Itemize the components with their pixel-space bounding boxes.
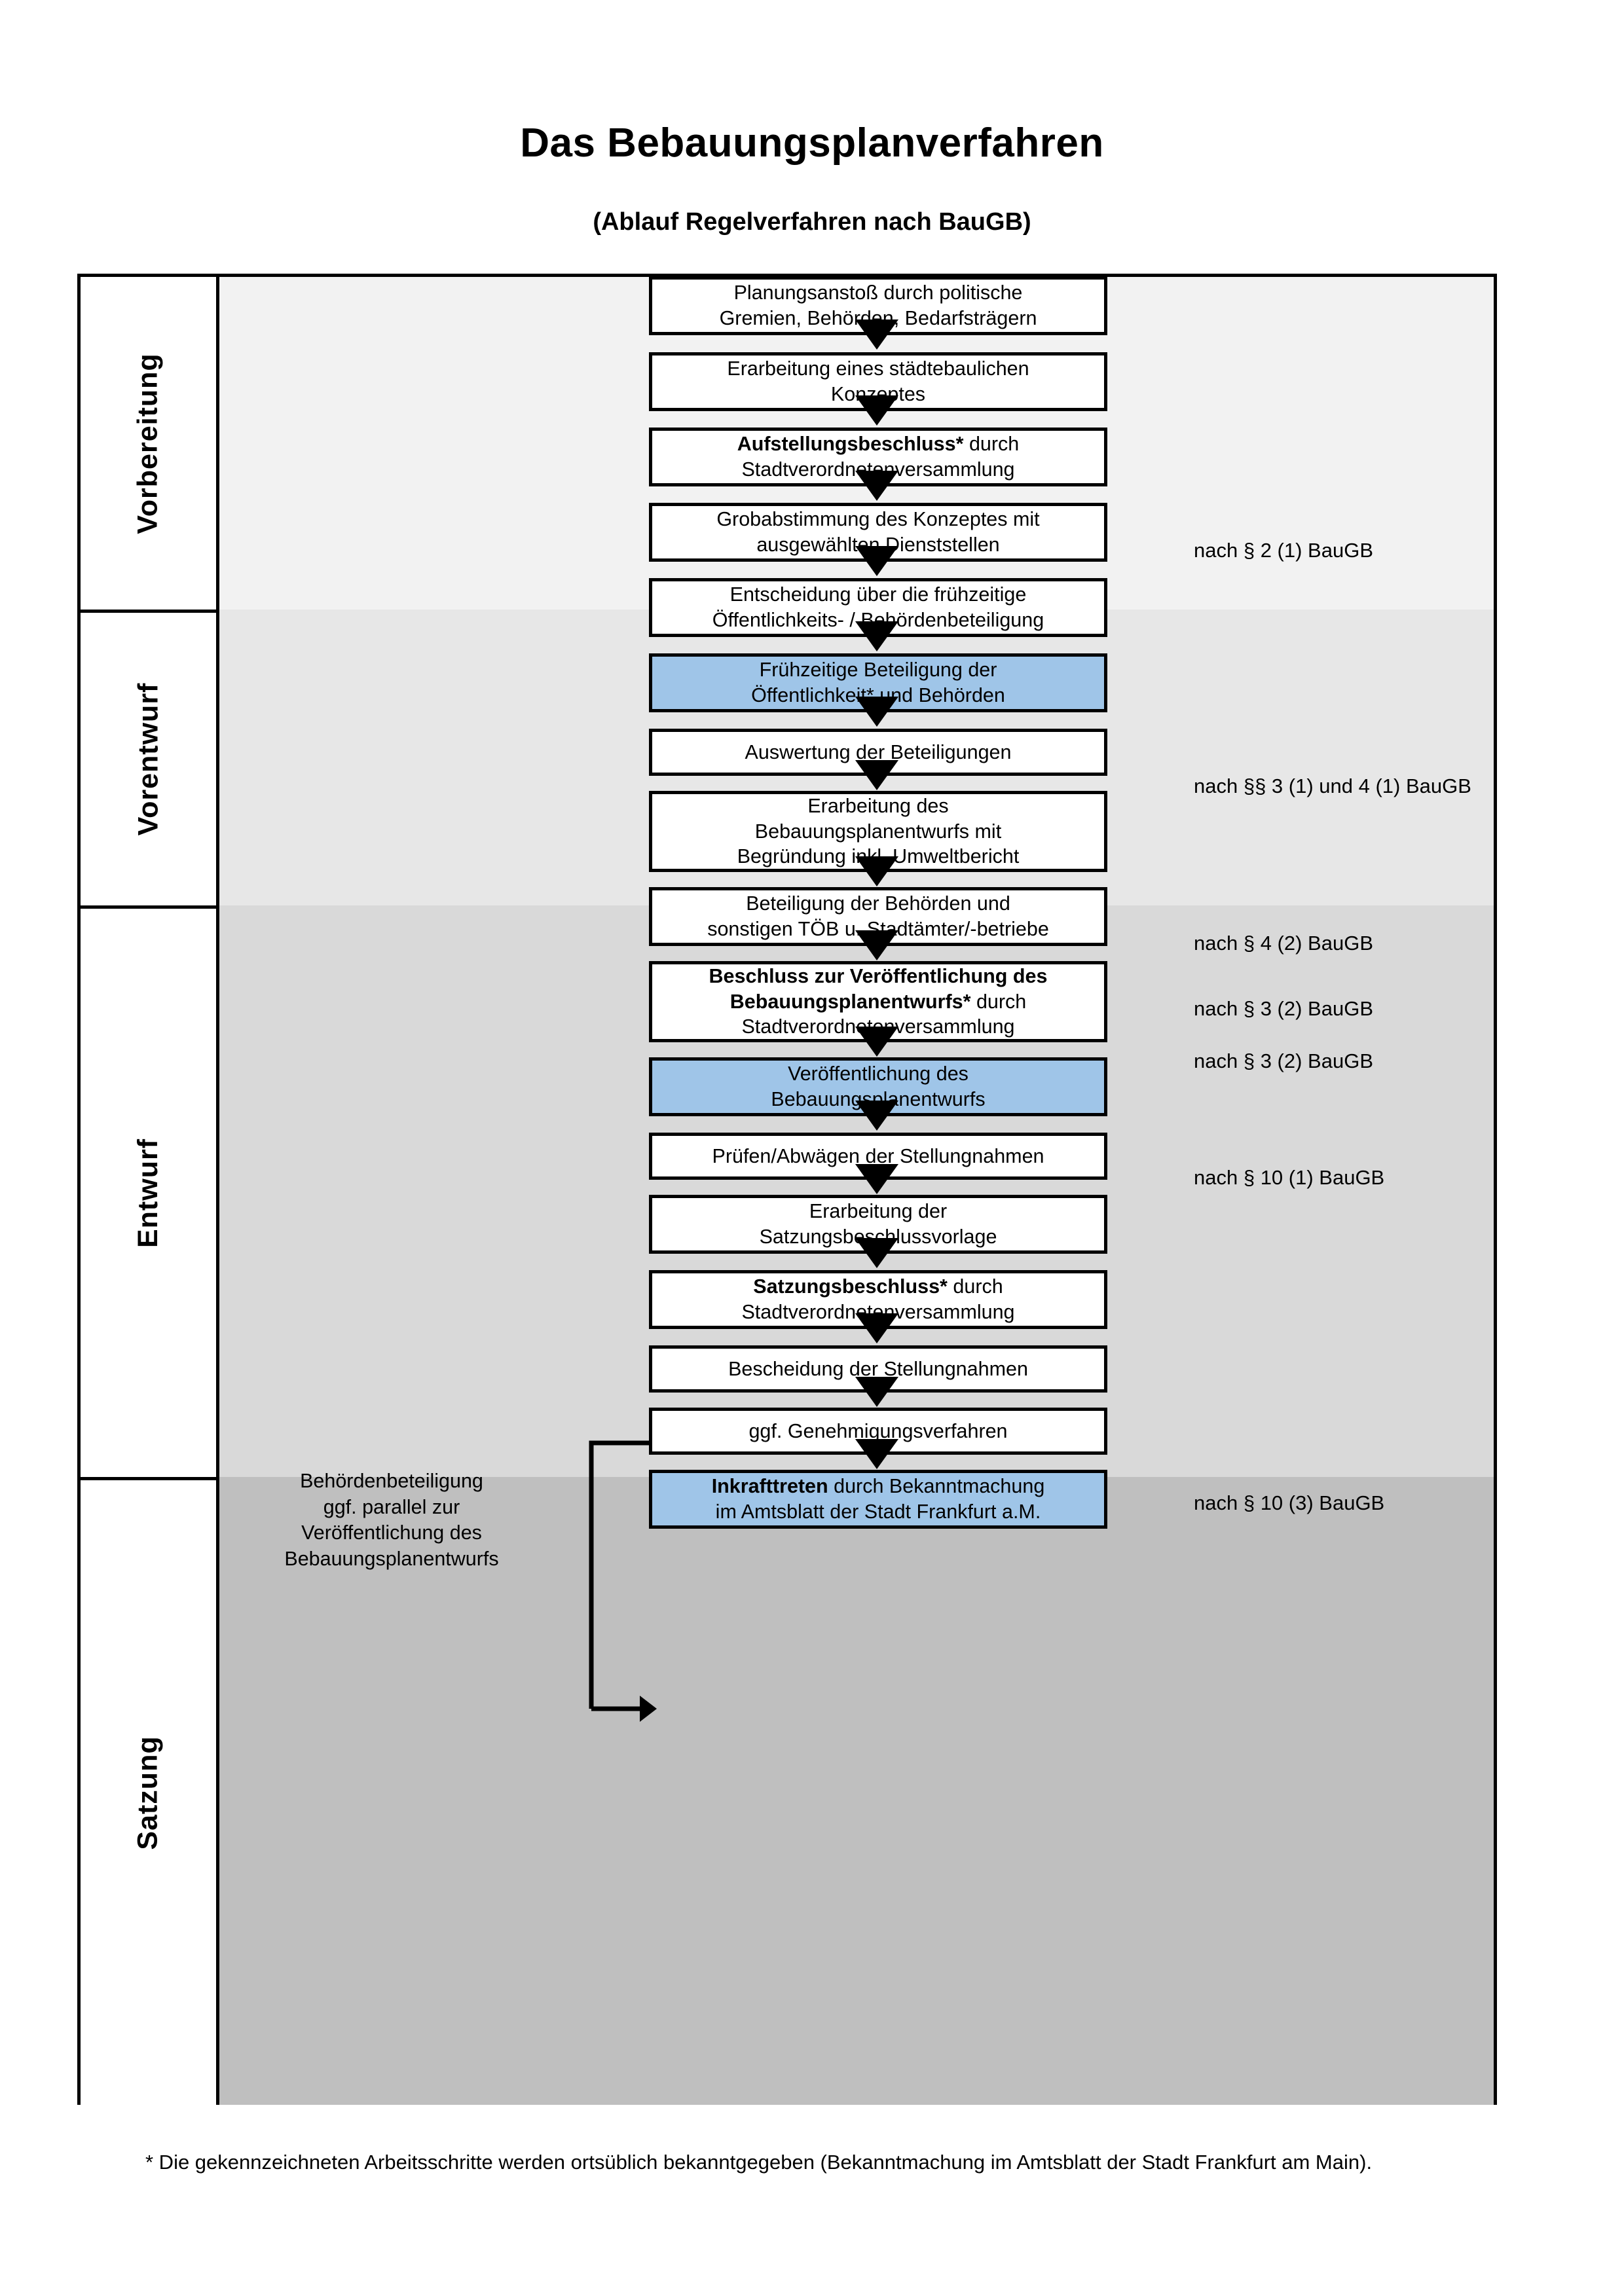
sidenote-behoerdenbeteiligung: Behördenbeteiligung ggf. parallel zur Ve… [244,1468,539,1573]
flow-arrow-down [855,471,898,501]
phase-label-vorbereitung: Vorbereitung [132,352,164,534]
sidenote-line-4: Bebauungsplanentwurfs [284,1547,499,1570]
legal-reference-ref-par2-1: nach § 2 (1) BauGB [1194,539,1373,562]
phase-label-cell-vorentwurf: Vorentwurf [81,610,219,905]
flow-arrow-down [855,1377,898,1407]
phase-band-satzung: Satzung [81,1477,1494,2105]
legal-reference-ref-par3-2b: nach § 3 (2) BauGB [1194,1049,1373,1072]
process-step-label: Bescheidung der Stellungnahmen [728,1357,1028,1380]
page-title: Das Bebauungsplanverfahren [520,120,1104,166]
phase-label-satzung: Satzung [132,1735,164,1850]
process-step-label: ggf. Genehmigungsverfahren [748,1419,1008,1442]
phase-label-cell-entwurf: Entwurf [81,905,219,1477]
flow-arrow-down [855,546,898,576]
process-step-label: Auswertung der Beteiligungen [745,740,1012,763]
bypass-connector-arrow [589,1440,657,1722]
phase-label-vorentwurf: Vorentwurf [132,682,164,836]
process-step-pruefen-abwaegen[interactable]: Prüfen/Abwägen der Stellungnahmen [649,1133,1107,1180]
footnote: * Die gekennzeichneten Arbeitsschritte w… [145,2151,1373,2174]
flow-arrow-down [855,856,898,886]
sidenote-line-1: Behördenbeteiligung [300,1470,483,1492]
legal-reference-ref-par10-3: nach § 10 (3) BauGB [1194,1491,1385,1514]
legal-reference-ref-par3-4-1: nach §§ 3 (1) und 4 (1) BauGB [1194,774,1471,797]
flow-arrow-down [855,319,898,350]
flow-arrow-down [855,697,898,727]
sidenote-line-3: Veröffentlichung des [301,1522,482,1544]
phase-label-cell-satzung: Satzung [81,1477,219,2105]
flow-arrow-down [855,1238,898,1268]
process-step-label: Prüfen/Abwägen der Stellungnahmen [712,1144,1044,1167]
flow-arrow-down [855,1313,898,1343]
legal-reference-ref-par4-2: nach § 4 (2) BauGB [1194,932,1373,955]
flow-arrow-down [855,621,898,651]
flow-arrow-down [855,1439,898,1469]
legal-reference-ref-par3-2a: nach § 3 (2) BauGB [1194,997,1373,1020]
flow-arrow-down [855,1101,898,1131]
flow-arrow-down [855,1027,898,1057]
process-flow-diagram: Vorbereitung Vorentwurf Entwurf Satzung … [77,274,1497,2105]
page-subtitle: (Ablauf Regelverfahren nach BauGB) [593,208,1031,236]
flow-arrow-down [855,760,898,790]
flow-arrow-down [855,930,898,960]
sidenote-line-2: ggf. parallel zur [323,1495,460,1518]
phase-label-cell-vorbereitung: Vorbereitung [81,277,219,610]
phase-band-fill [219,1477,1494,2105]
phase-label-entwurf: Entwurf [132,1138,164,1248]
flow-arrow-down [855,1164,898,1194]
flow-arrow-down [855,395,898,426]
legal-reference-ref-par10-1: nach § 10 (1) BauGB [1194,1166,1385,1189]
